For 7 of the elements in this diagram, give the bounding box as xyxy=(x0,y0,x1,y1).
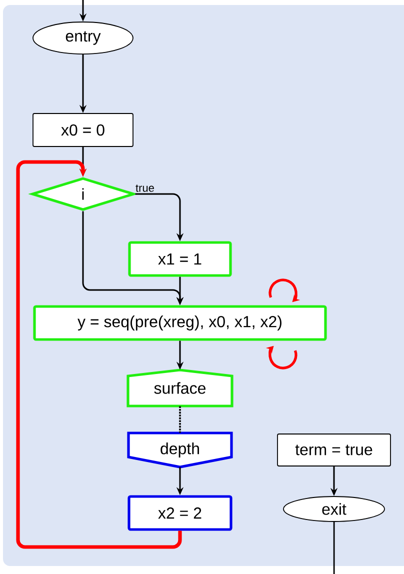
process-box: x2 = 2 xyxy=(128,495,232,531)
process-box: x1 = 1 xyxy=(128,241,232,277)
edge-label: true xyxy=(136,184,154,192)
process-box: term = true xyxy=(277,434,391,466)
process-box: x0 = 0 xyxy=(32,113,134,147)
surface-box: surface xyxy=(126,368,234,408)
process-box: y = seq(pre(xreg), x0, x1, x2) xyxy=(33,305,327,341)
